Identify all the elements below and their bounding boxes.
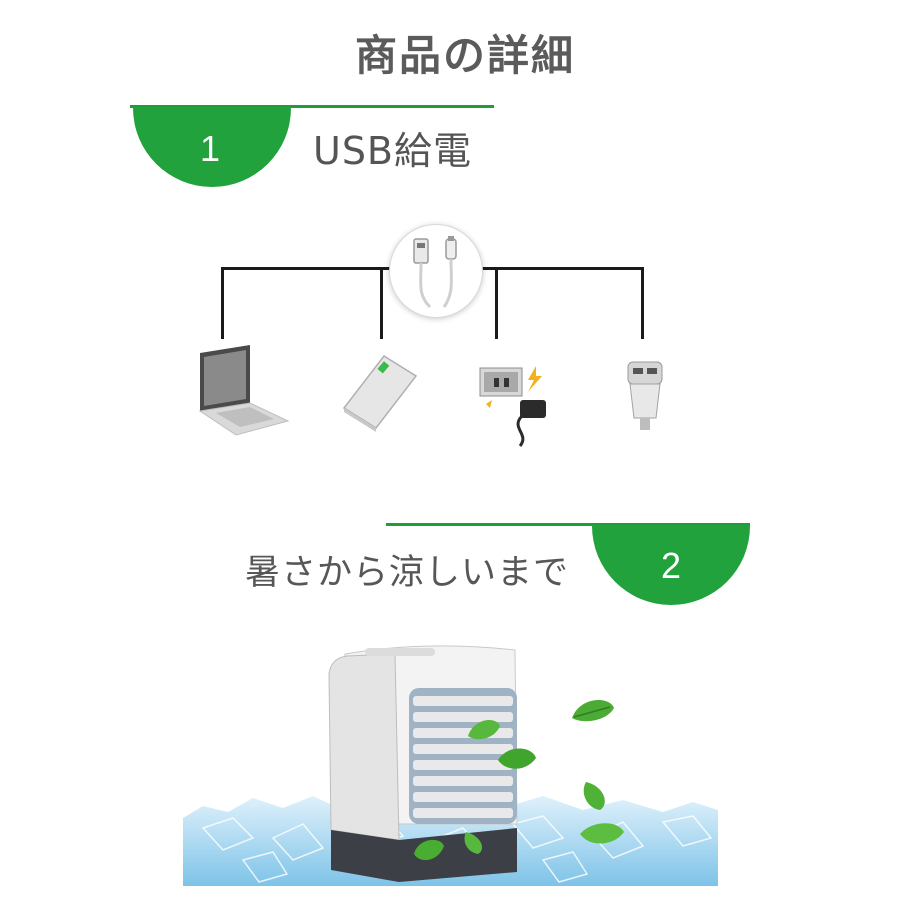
tree-line-horizontal-left (221, 267, 391, 270)
car-charger-icon (620, 358, 670, 438)
section-2-divider (386, 523, 750, 526)
tree-line-drop-adapter (495, 267, 498, 339)
section-1-title: USB給電 (313, 129, 473, 173)
section-2-title: 暑さから涼しいまで (245, 553, 570, 593)
section-1-divider (130, 105, 494, 108)
section-2-number: 2 (660, 545, 682, 586)
usb-cable-icon (389, 224, 483, 318)
tree-line-drop-car (641, 267, 644, 339)
section-1-number: 1 (199, 128, 221, 169)
tree-line-horizontal-right (481, 267, 644, 270)
leaf-icon (412, 836, 446, 870)
leaf-icon (580, 780, 610, 816)
section-2-badge: 2 (592, 525, 750, 605)
leaf-icon (496, 744, 538, 778)
page-title: 商品の詳細 (354, 31, 575, 80)
section-1-badge: 1 (133, 107, 291, 187)
leaf-icon (462, 830, 486, 860)
laptop-icon (192, 343, 292, 443)
power-bank-icon (340, 352, 420, 432)
tree-line-drop-powerbank (380, 267, 383, 339)
wall-adapter-icon (470, 356, 560, 448)
leaf-icon (578, 820, 626, 852)
tree-line-drop-laptop (221, 267, 224, 339)
leaf-icon (466, 716, 502, 748)
leaf-icon (570, 696, 616, 728)
